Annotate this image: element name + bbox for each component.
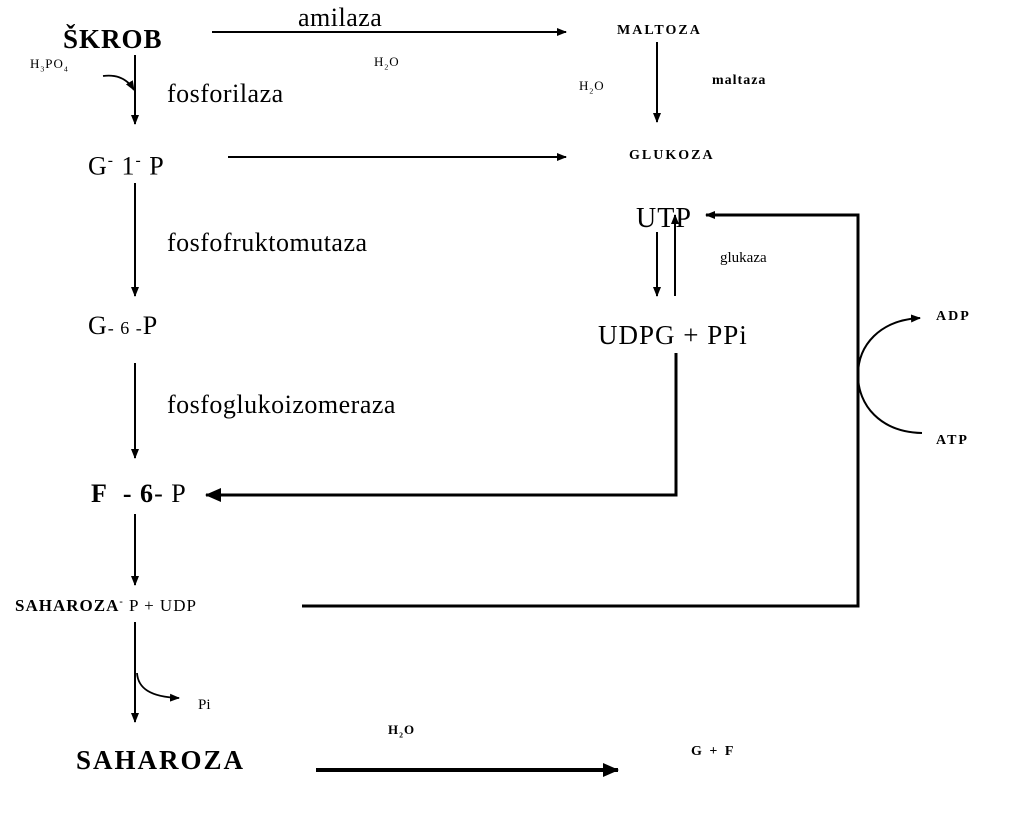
- label-water-1: H2O: [374, 55, 400, 71]
- node-g-plus-f: G + F: [691, 744, 736, 759]
- water2-h: H: [579, 78, 590, 93]
- enzyme-amilaza: amilaza: [298, 3, 383, 32]
- label-water-3: H2O: [388, 723, 415, 739]
- h3po4-sub3: 3: [40, 64, 46, 74]
- f6p-mid: - 6: [122, 479, 155, 508]
- g1p-sup2: -: [135, 152, 142, 169]
- g6p-mid: - 6 -: [107, 318, 143, 338]
- water2-sub: 2: [589, 86, 595, 96]
- enzyme-fosfofruktomutaza: fosfofruktomutaza: [167, 228, 368, 257]
- g1p-1: 1: [121, 151, 136, 181]
- enzyme-maltaza: maltaza: [712, 73, 767, 88]
- node-h3po4: H3PO4: [30, 57, 69, 73]
- arrow-h3po4-curve: [102, 74, 135, 91]
- node-udpg-ppi: UDPG + PPi: [598, 320, 748, 350]
- saharoza-p-sup: -: [119, 596, 124, 608]
- enzyme-fosforilaza: fosforilaza: [167, 79, 284, 108]
- node-f6p: F - 6- P: [91, 481, 187, 507]
- f6p-f: F: [91, 479, 108, 508]
- node-utp: UTP: [636, 203, 692, 234]
- water2-o: O: [594, 78, 605, 93]
- saharoza-p-label: SAHAROZA: [15, 596, 120, 615]
- g1p-g: G: [88, 151, 108, 181]
- arrow-udpg-f6p: [205, 353, 678, 502]
- g1p-sup1: -: [107, 152, 114, 169]
- arrow-pi-curve: [136, 672, 180, 702]
- node-glukoza: GLUKOZA: [629, 148, 715, 163]
- saharoza-p-udp-label: P + UDP: [129, 596, 197, 615]
- water3-sub: 2: [399, 730, 405, 740]
- g1p-p: P: [149, 151, 165, 181]
- node-g1p: G- 1- P: [88, 153, 165, 180]
- node-saharoza: SAHAROZA: [76, 745, 246, 775]
- label-water-2: H2O: [579, 79, 605, 95]
- water1-h: H: [374, 54, 385, 69]
- water1-sub: 2: [384, 62, 390, 72]
- arrow-udp-utp: [302, 211, 860, 608]
- node-pi: Pi: [198, 697, 211, 713]
- node-saharoza-p-udp: SAHAROZA- P + UDP: [15, 597, 197, 614]
- node-adp: ADP: [936, 309, 971, 324]
- enzyme-glukaza: glukaza: [720, 250, 767, 266]
- h3po4-sub4: 4: [63, 64, 69, 74]
- g6p-p: P: [142, 311, 159, 340]
- node-skrob: ŠKROB: [63, 24, 163, 54]
- water1-o: O: [389, 54, 400, 69]
- h3po4-h: H: [30, 56, 41, 71]
- enzyme-fosfoglukoizomeraza: fosfoglukoizomeraza: [167, 390, 396, 419]
- node-maltoza: MALTOZA: [617, 23, 702, 38]
- arrow-atp-adp-curve: [856, 314, 923, 434]
- f6p-p: - P: [154, 479, 187, 508]
- g6p-g: G: [88, 311, 108, 340]
- node-g6p: G- 6 -P: [88, 313, 158, 339]
- node-atp: ATP: [936, 433, 969, 448]
- water3-h: H: [388, 722, 400, 737]
- water3-o: O: [404, 722, 416, 737]
- h3po4-po: PO: [45, 56, 64, 71]
